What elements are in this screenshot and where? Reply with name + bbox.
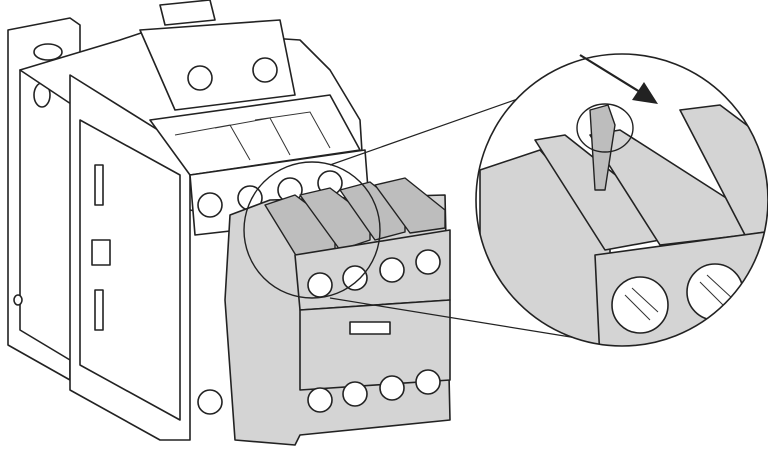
direction-arrow-icon [579,54,658,104]
top-coil-module [139,0,371,415]
jumper-tab [589,104,616,191]
auxiliary-contact-block [224,177,451,446]
detail-source-circle [243,161,381,299]
magnified-detail [475,53,768,347]
